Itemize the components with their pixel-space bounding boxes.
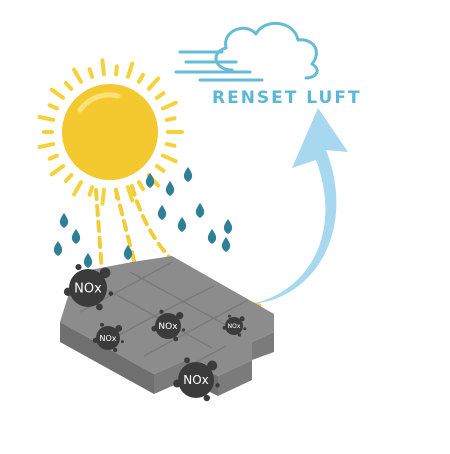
rain-drop-icon	[59, 213, 69, 228]
sun-ray	[154, 91, 166, 100]
sun-ray	[72, 67, 83, 84]
sun-ray	[160, 153, 178, 164]
rain-drop-icon	[123, 245, 133, 260]
sun-ray	[47, 153, 60, 161]
rain-drop-icon	[223, 219, 233, 234]
sun-ray	[63, 173, 74, 184]
sun-ray	[49, 87, 66, 100]
sun-ray	[72, 180, 83, 197]
rain-drop-icon	[207, 229, 217, 244]
nox-particle-icon: NOx	[173, 357, 220, 402]
sun-ray	[100, 58, 106, 77]
curved-arrow-icon	[252, 108, 348, 304]
sun-ray	[114, 64, 119, 77]
rain-drop-icon	[177, 217, 187, 232]
sun-ray	[37, 142, 56, 149]
sun-ray	[87, 185, 95, 197]
nox-particle-icon: NOx	[222, 314, 247, 337]
sun-ray	[100, 187, 106, 206]
sun-ray	[137, 72, 145, 84]
sun-ray	[49, 164, 66, 177]
sun-icon	[37, 58, 184, 206]
sun-ray	[125, 61, 135, 79]
cloud-icon	[174, 21, 319, 82]
nox-particle-icon: NOx	[151, 309, 186, 342]
sun-ray	[164, 142, 177, 148]
nox-label: NOx	[158, 322, 178, 332]
nox-particle-icon: NOx	[92, 322, 124, 353]
rain-drop-icon	[157, 205, 167, 220]
rain-drop-icon	[53, 241, 63, 256]
nox-label: NOx	[99, 334, 116, 343]
sun-ray	[125, 185, 135, 203]
sun-ray	[160, 100, 178, 111]
rain-drop-icon	[221, 237, 231, 252]
rain-drop-icon	[195, 203, 205, 218]
nox-label: NOx	[228, 323, 241, 330]
rain-drop-icon	[71, 229, 81, 244]
sun-ray	[164, 116, 177, 122]
nox-particle-icon: NOx	[63, 264, 114, 311]
nox-label: NOx	[74, 282, 102, 297]
rain-drop-icon	[83, 253, 93, 268]
sun-ray	[154, 164, 166, 173]
rain-drop-icon	[145, 173, 155, 188]
renset-luft-caption: RENSET LUFT	[212, 88, 362, 108]
rain-drops	[53, 167, 233, 268]
sun-ray	[37, 115, 56, 122]
sun-ray	[146, 76, 161, 91]
sun-ray	[137, 180, 145, 192]
rain-drop-icon	[165, 181, 175, 196]
rain-drop-icon	[183, 167, 193, 182]
nox-label: NOx	[183, 373, 209, 387]
sun-ray	[63, 80, 74, 91]
sun-ray	[47, 103, 60, 111]
sun-ray	[87, 67, 95, 79]
